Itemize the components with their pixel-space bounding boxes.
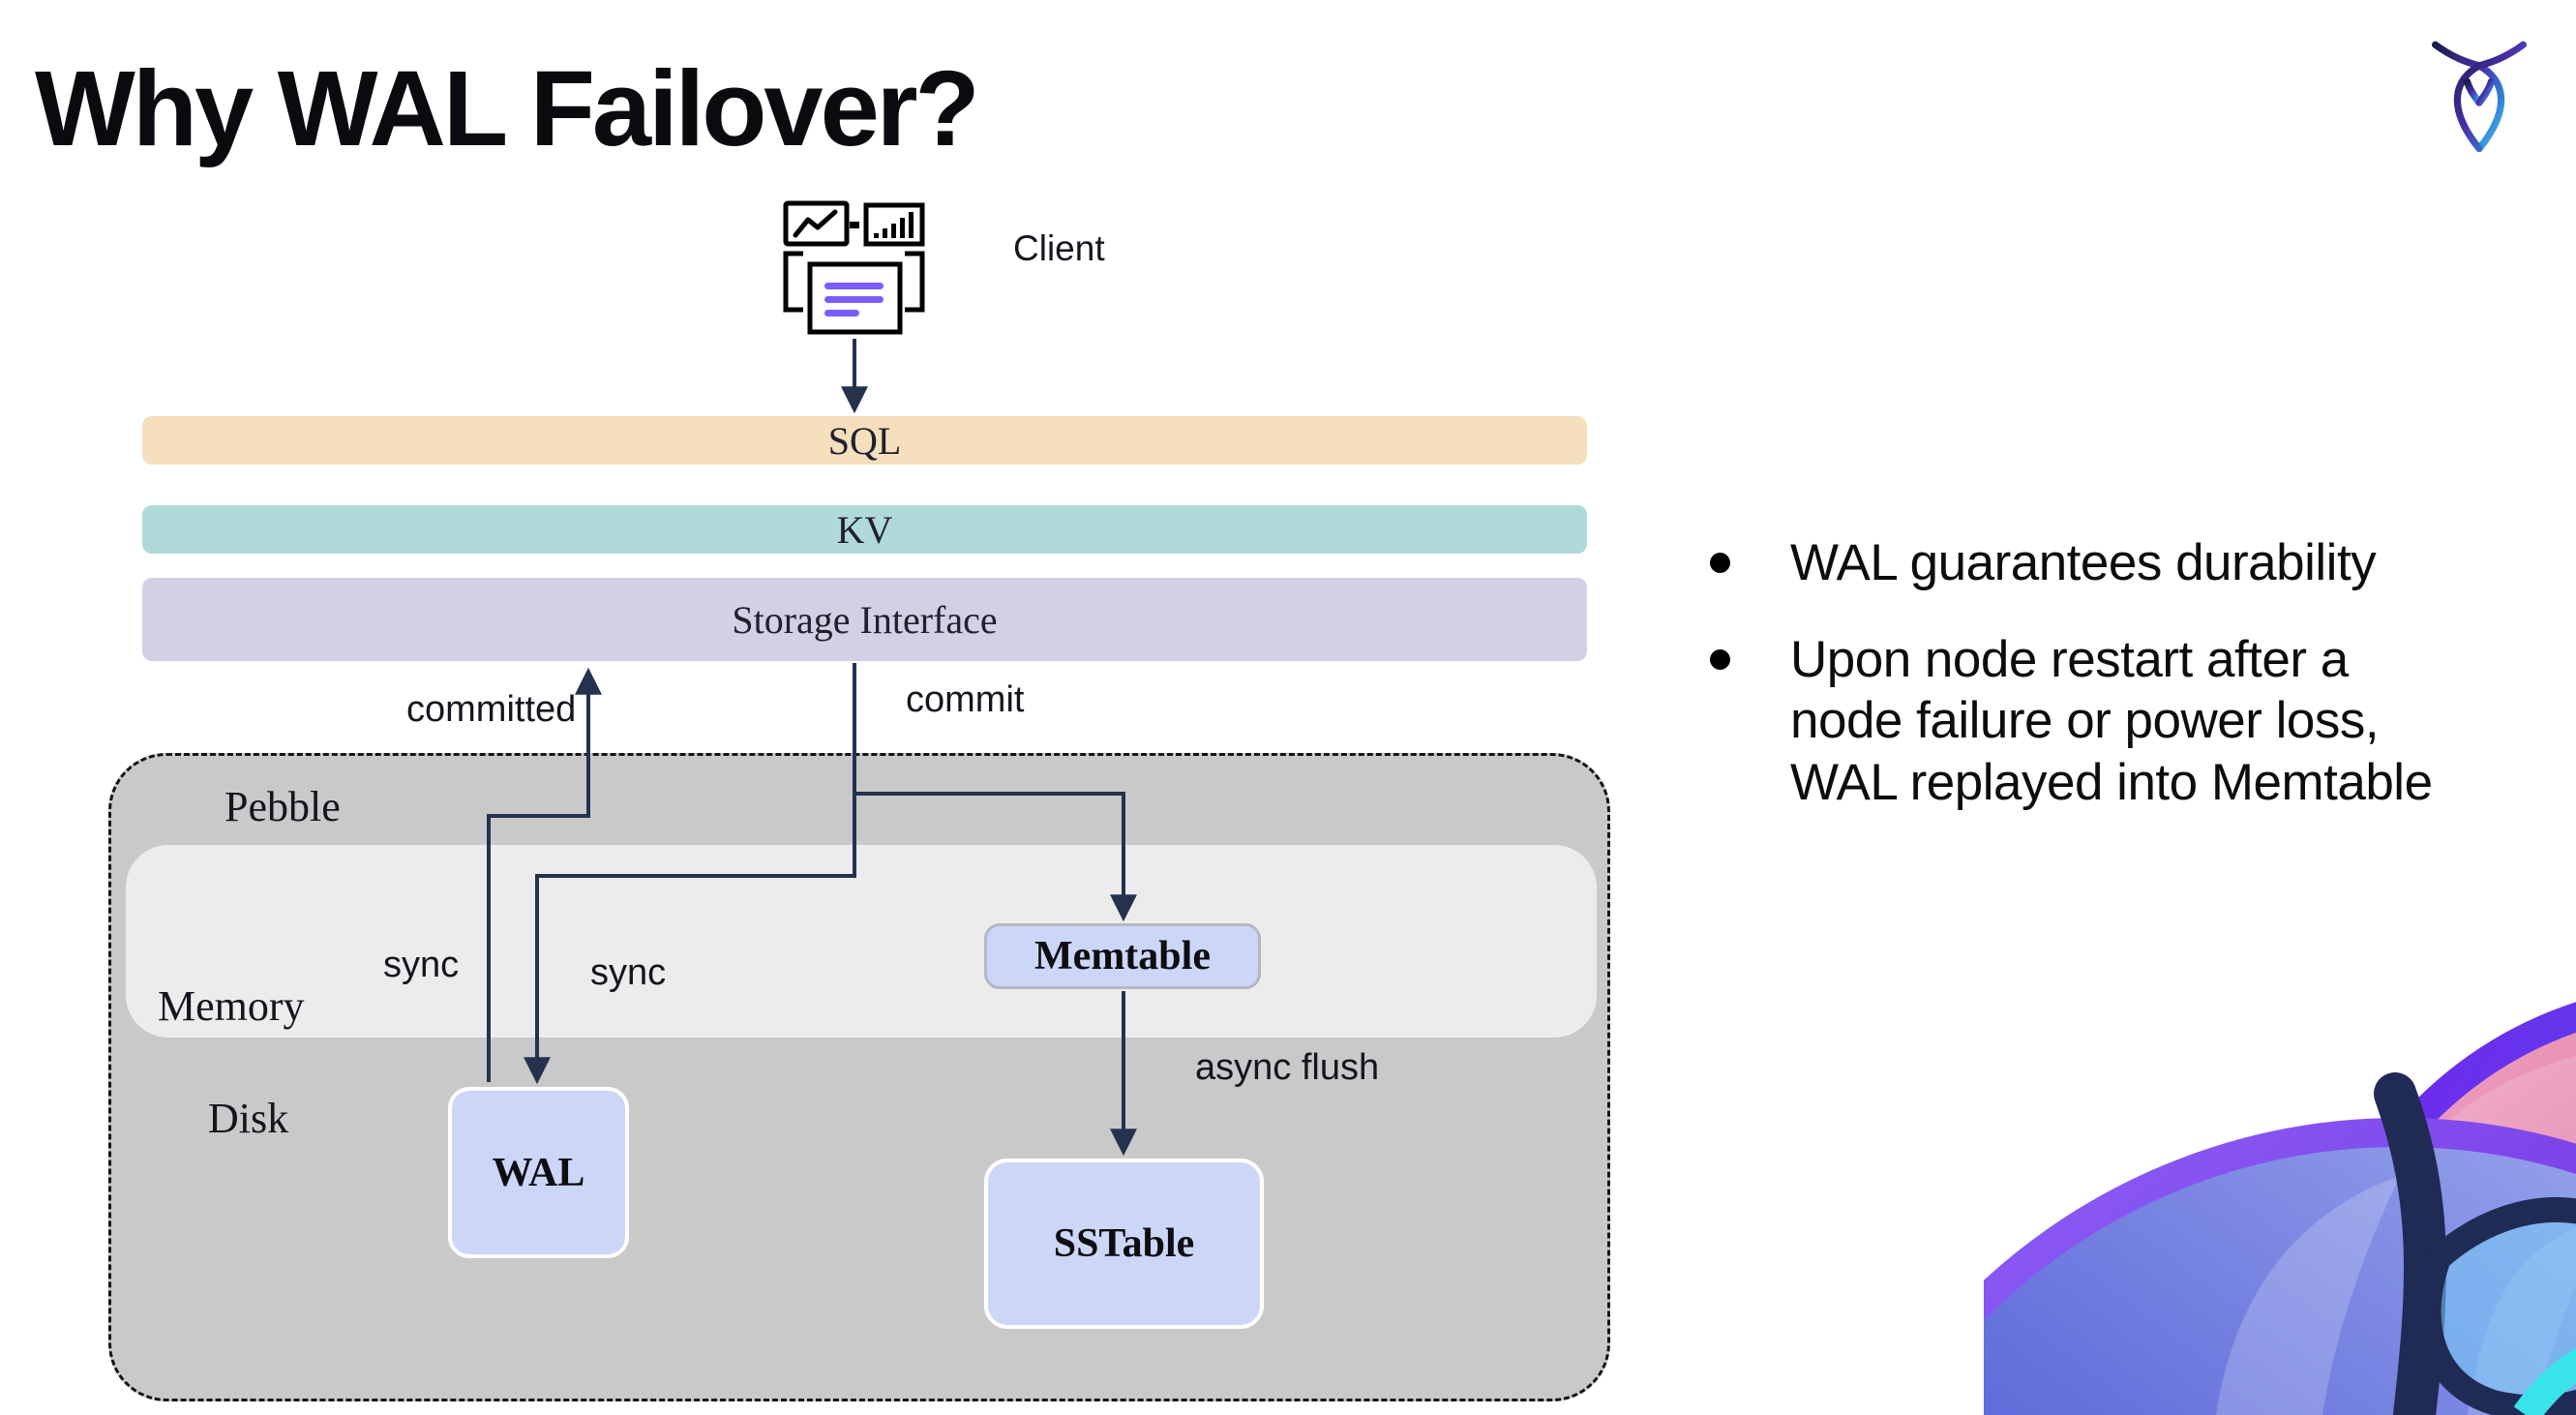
edge-label-committed: committed	[406, 689, 577, 730]
layer-kv: KV	[142, 505, 1587, 554]
line-chart-icon	[783, 200, 850, 247]
layer-sql: SQL	[142, 416, 1587, 465]
layer-kv-label: KV	[836, 507, 893, 552]
edge-label-sync-right: sync	[590, 952, 667, 993]
bullet-icon	[1710, 553, 1730, 573]
layer-storage-interface-label: Storage Interface	[732, 597, 998, 642]
bullet-list: WAL guarantees durability Upon node rest…	[1700, 532, 2571, 813]
layer-storage-interface: Storage Interface	[142, 578, 1587, 661]
bullet-icon	[1710, 648, 1730, 670]
list-item: Upon node restart after a node failure o…	[1700, 629, 2571, 814]
node-sstable-label: SSTable	[1053, 1221, 1195, 1266]
node-wal: WAL	[448, 1087, 629, 1258]
edge-label-commit: commit	[906, 679, 1025, 720]
memory-zone	[126, 845, 1597, 1038]
node-sstable: SSTable	[984, 1159, 1264, 1329]
document-icon	[783, 251, 925, 335]
pebble-label: Pebble	[225, 783, 341, 830]
dash-separator	[850, 222, 859, 228]
brand-art	[1984, 1002, 2576, 1415]
edge-label-async-flush: async flush	[1195, 1047, 1380, 1088]
disk-label: Disk	[208, 1095, 289, 1142]
bullet-text-1: WAL guarantees durability	[1790, 534, 2377, 591]
page-title: Why WAL Failover?	[35, 49, 980, 168]
cockroachdb-logo-icon	[2431, 41, 2528, 153]
bullet-text-2: Upon node restart after a node failure o…	[1790, 630, 2433, 811]
edge-label-sync-left: sync	[383, 945, 460, 985]
node-memtable-label: Memtable	[1034, 934, 1211, 978]
bar-chart-icon	[863, 202, 925, 247]
list-item: WAL guarantees durability	[1700, 532, 2571, 594]
client-icon	[783, 200, 925, 335]
node-wal-label: WAL	[492, 1150, 585, 1195]
node-memtable: Memtable	[984, 923, 1261, 989]
layer-sql-label: SQL	[827, 418, 902, 463]
client-label: Client	[1013, 228, 1105, 268]
memory-label: Memory	[158, 982, 305, 1030]
